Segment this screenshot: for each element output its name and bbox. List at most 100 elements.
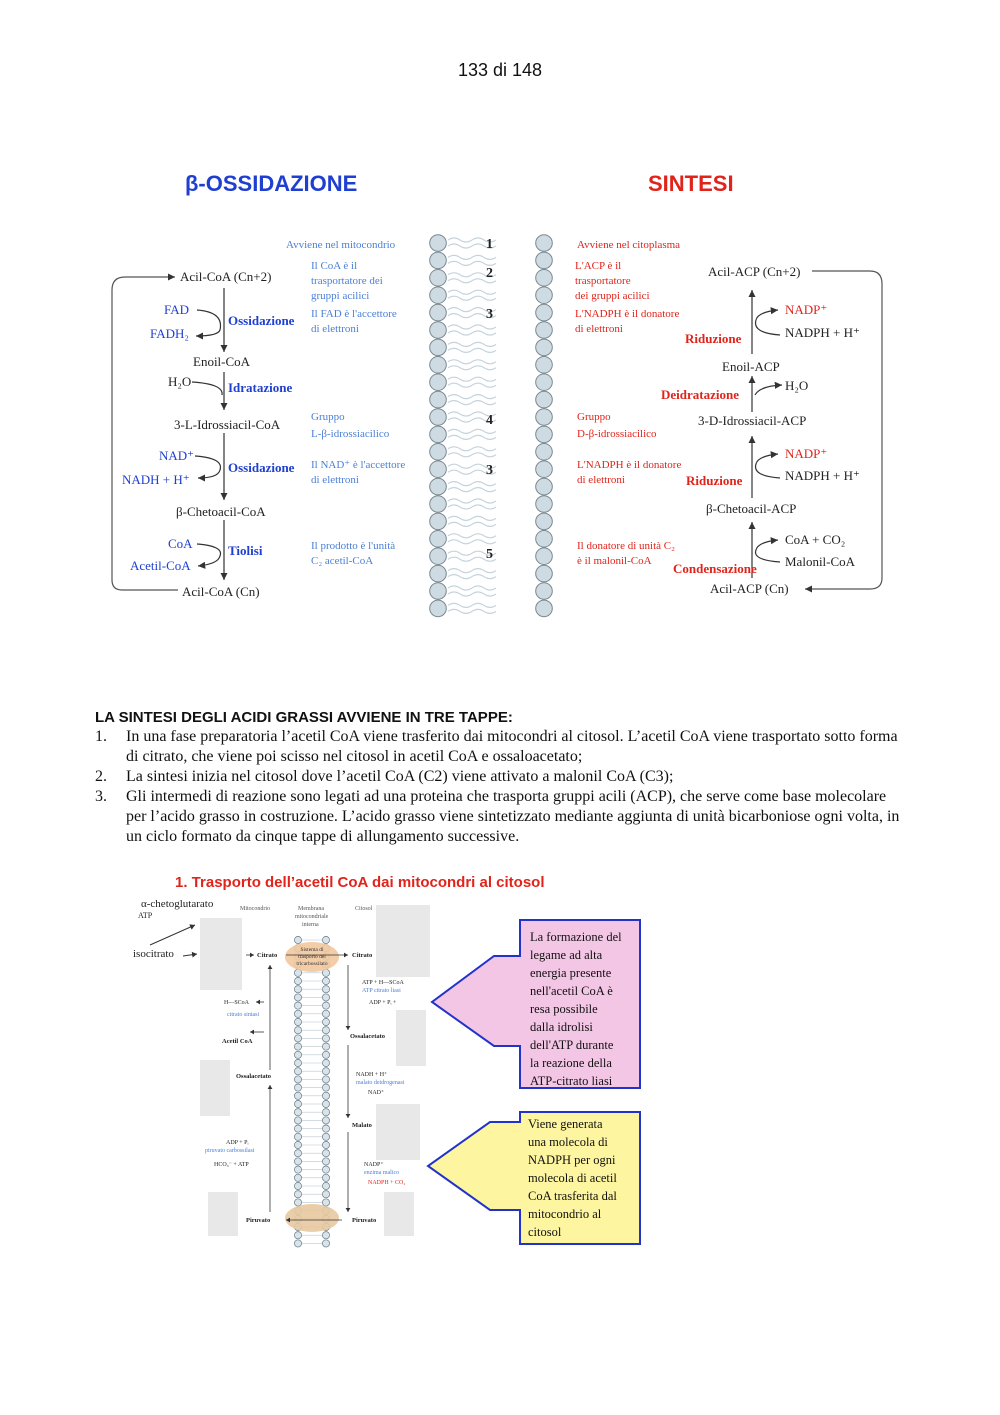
right-chetoacil-acp: β-Chetoacil-ACP — [706, 501, 796, 516]
atp-label: ATP — [138, 911, 153, 920]
yellow-note-line-1: Viene generata — [528, 1117, 603, 1131]
nad-cytosol: NAD⁺ — [368, 1089, 384, 1096]
right-title: SINTESI — [648, 171, 734, 196]
hco3-atp: HCO₃⁻ + ATP — [214, 1162, 249, 1168]
lipid-head — [322, 1009, 330, 1018]
lipid-head — [322, 993, 330, 1002]
acetyl-coa-transport-figure: 1. Trasporto dell’acetil CoA dai mitocon… — [133, 874, 641, 1248]
left-group-note-1: Gruppo — [311, 411, 345, 423]
list-number: 2. — [95, 768, 107, 785]
right-enoil-acp: Enoil-ACP — [722, 359, 780, 374]
oxaloacetate-cytosol: Ossalacetato — [350, 1033, 385, 1040]
right-step-reduction-1: Riduzione — [685, 331, 742, 346]
left-group-note-2: L-β-idrossiacilico — [311, 428, 390, 440]
lipid-head — [535, 495, 553, 513]
lipid-head — [429, 599, 447, 618]
adp-pi-mito: ADP + Pᵢ — [226, 1140, 249, 1146]
beta-oxidation-vs-synthesis-figure: β-OSSIDAZIONE SINTESI 1 2 3 4 3 5 Avvien… — [111, 171, 883, 618]
right-location-note: Avviene nel citoplasma — [577, 239, 680, 251]
left-fadh2: FADH₂ — [150, 326, 189, 341]
lipid-tail — [471, 411, 497, 423]
lipid-head — [322, 1018, 330, 1026]
lipid-tail — [471, 446, 497, 458]
lipid-head — [294, 1034, 302, 1043]
lipid-tail — [447, 341, 473, 353]
lipid-head — [535, 408, 553, 426]
lipid-tail — [447, 463, 473, 475]
lipid-head — [535, 477, 553, 496]
lipid-head — [294, 977, 302, 985]
lipid-tail — [471, 602, 497, 614]
lipid-tail — [447, 324, 473, 336]
lipid-head — [322, 1100, 330, 1108]
right-nadph: NADPH + H⁺ — [785, 325, 860, 340]
lipid-tail — [471, 515, 497, 527]
membrane-number-4: 4 — [486, 413, 493, 428]
lipid-head — [429, 321, 447, 339]
lipid-head — [535, 599, 553, 618]
lipid-tail — [447, 394, 473, 406]
pyruvate-carboxylase: piruvato carbossilasi — [205, 1148, 255, 1154]
left-enoil-coa: Enoil-CoA — [193, 354, 251, 369]
col-cytosol: Citosol — [355, 906, 373, 912]
malate-dehydrogenase: malato deidrogenasi — [356, 1080, 405, 1086]
lipid-head — [322, 1239, 330, 1248]
right-carrier-note-2: trasportatore — [575, 275, 631, 287]
lipid-head — [429, 338, 447, 357]
section-heading: LA SINTESI DEGLI ACIDI GRASSI AVVIENE IN… — [95, 709, 513, 726]
steps-list: 1.In una fase preparatoria l’acetil CoA … — [95, 727, 905, 847]
lipid-head — [294, 936, 302, 944]
col-membrane-1: Membrana — [298, 906, 324, 912]
right-coa-co2: CoA + CO₂ — [785, 532, 845, 547]
lipid-head — [535, 582, 553, 600]
lipid-head — [294, 993, 302, 1002]
list-item: 2. La sintesi inizia nel citosol dove l’a… — [95, 767, 905, 787]
lipid-head — [535, 286, 553, 305]
lipid-tail — [447, 307, 473, 319]
left-fad-note-2: di elettroni — [311, 323, 359, 335]
lipid-tail — [471, 272, 497, 284]
lipid-head — [322, 1108, 330, 1117]
lipid-head — [429, 564, 447, 583]
lipid-tail — [447, 428, 473, 440]
oxaloacetate-mito: Ossalacetato — [236, 1073, 271, 1080]
lipid-head — [535, 303, 553, 322]
lipid-head — [322, 1124, 330, 1133]
lipid-tail — [471, 585, 497, 597]
lipid-head — [429, 547, 447, 566]
lipid-head — [535, 251, 553, 270]
lipid-tail — [471, 533, 497, 545]
lipid-head — [294, 1165, 302, 1174]
lipid-head — [294, 1190, 302, 1199]
lipid-head — [294, 1018, 302, 1026]
left-nadh: NADH + H⁺ — [122, 472, 190, 487]
lipid-head — [429, 443, 447, 461]
list-text: La sintesi inizia nel citosol dove l’ace… — [126, 768, 674, 785]
right-nadph-note-1: L'NADPH è il donatore — [575, 308, 679, 320]
right-carrier-note-1: L'ACP è il — [575, 260, 621, 272]
pink-note-line-8: la reazione della — [530, 1056, 612, 1070]
lipid-tail — [471, 359, 497, 371]
right-nadph-note2-1: L'NADPH è il donatore — [577, 459, 681, 471]
lipid-head — [322, 1182, 330, 1190]
lipid-head — [535, 338, 553, 357]
yellow-note-line-2: una molecola di — [528, 1135, 608, 1149]
malic-enzyme: enzima malico — [364, 1170, 399, 1176]
lipid-tail — [471, 254, 497, 266]
pink-note-line-6: dalla idrolisi — [530, 1020, 593, 1034]
left-product-note-1: Il prodotto è l'unità — [311, 540, 395, 552]
lipid-head — [294, 1050, 302, 1059]
lipid-head — [535, 443, 553, 461]
right-nadph-note2-2: di elettroni — [577, 474, 625, 486]
lipid-tail — [471, 550, 497, 562]
lipid-head — [429, 251, 447, 270]
lipid-head — [322, 1067, 330, 1076]
isocitrate: isocitrato — [133, 948, 174, 960]
nadh-cytosol: NADH + H⁺ — [356, 1071, 387, 1078]
list-text: Gli intermedi di reazione sono legati ad… — [126, 788, 900, 845]
yellow-note-line-3: NADPH per ogni — [528, 1153, 616, 1167]
left-title: β-OSSIDAZIONE — [185, 171, 357, 196]
lipid-head — [429, 495, 447, 513]
lipid-head — [429, 373, 447, 392]
lipid-head — [322, 977, 330, 985]
